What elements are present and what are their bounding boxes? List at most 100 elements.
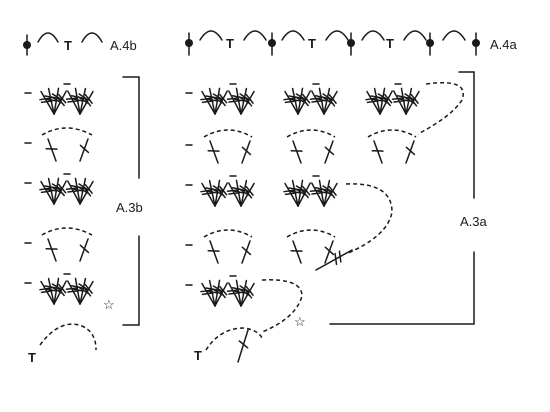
stitch-line [79,177,87,205]
stitch-line [214,282,228,307]
stitch-bar [79,244,90,254]
stitch-line [201,90,216,115]
stitch-bar [44,98,58,102]
stitch-line [79,280,94,305]
stitch-bar [51,96,62,104]
stitch-bar [238,340,249,349]
stitch-line [291,87,299,115]
stitch-bar [218,185,228,196]
stitch-line [240,87,248,115]
stitch-bar [218,93,228,104]
stitch-bar [244,288,253,299]
stitch-line [208,179,216,207]
stitch-bar [288,98,302,102]
stitch-line [297,87,304,115]
stitch-line [79,87,87,115]
stitch-line [240,90,255,115]
stitch-bar [238,288,250,296]
stitch-line [292,140,302,164]
stitch-bar [334,252,338,266]
stitch-line [291,179,299,207]
stitch-bar [328,93,337,104]
stitch-bar [370,98,384,102]
a4a-row: T T T A.4a [185,30,518,56]
stitch-line [79,238,89,262]
stitch-bar [393,100,406,103]
stitch-line [53,90,67,115]
stitch-line [53,277,60,305]
a4b-row: T A.4b [23,32,137,56]
stitch-line [47,87,55,115]
stitch-line [40,180,55,205]
stitch-bar [324,146,335,156]
stitch-bar [40,100,53,104]
chain-arc [345,183,393,255]
stitch-bar [212,96,223,104]
stitch-line [40,90,55,115]
stitch-line [292,240,302,264]
stitch-line [323,90,338,115]
stitch-bar [71,98,84,102]
stitch-bar [300,188,309,199]
stitch-line [393,90,407,115]
sc-symbol: T [28,350,36,365]
stitch-bar [83,96,92,107]
stitch-line [284,90,299,115]
stitch-bar [84,183,93,194]
stitch-line [53,87,60,115]
stitch-bar [377,96,388,104]
stitch-bar [67,190,80,193]
stitch-bar [205,290,219,294]
stitch-bar [244,96,253,107]
stitch-bar [245,285,254,296]
start-star-a3a: ☆ [294,314,306,329]
stitch-bar [205,98,219,102]
label-a4a: A.4a [490,37,518,52]
a3a-chart [185,82,464,363]
a3b-chart [24,83,97,351]
stitch-line [366,90,381,115]
stitch-bar [232,190,245,194]
stitch-line [209,240,219,264]
stitch-line [324,240,334,264]
stitch-line [47,238,57,262]
stitch-bar [232,290,245,294]
stitch-line [79,180,94,205]
stitch-line [379,90,393,115]
stitch-line [74,277,81,305]
stitch-bar [56,96,65,107]
stitch-line [311,90,325,115]
chain-arc [205,327,263,351]
stitch-line [228,282,242,307]
stitch-bar [238,188,250,196]
sc-symbol: T [308,36,316,51]
stitch-line [40,280,55,305]
stitch-line [318,87,325,115]
stitch-bar [57,283,67,294]
stitch-line [241,240,251,264]
stitch-bar [410,93,419,104]
stitch-bar [241,246,252,256]
stitch-bar [84,283,93,294]
stitch-line [201,282,216,307]
stitch-bar [201,292,214,296]
sc-symbol: T [194,348,202,363]
stitch-bar [241,146,252,156]
stitch-bar [245,185,254,196]
stitch-bar [383,93,393,104]
stitch-line [53,180,67,205]
stitch-bar [51,286,62,294]
stitch-line [297,179,304,207]
stitch-line [323,87,331,115]
stitch-bar [217,188,226,199]
stitch-line [47,277,55,305]
stitch-line [79,277,87,305]
stitch-line [214,90,228,115]
stitch-line [318,179,325,207]
stitch-bar [338,250,342,263]
stitch-line [214,179,221,207]
stitch-bar [295,96,306,104]
stitch-line [405,90,420,115]
stitch-bar [284,100,297,104]
